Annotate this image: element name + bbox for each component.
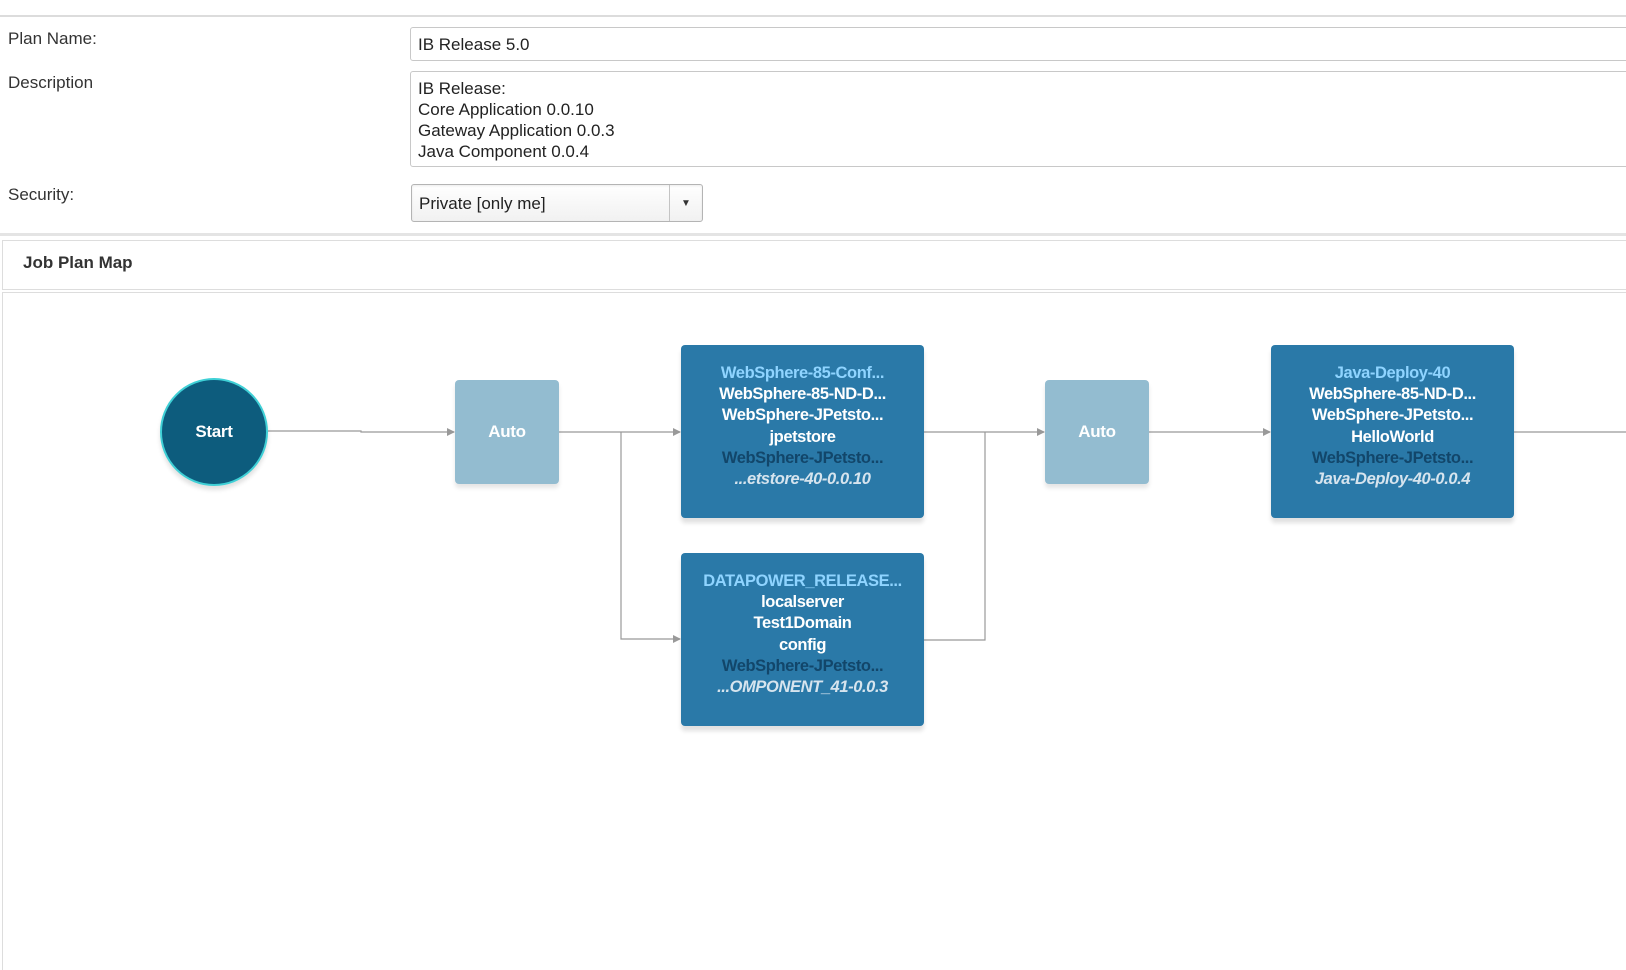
job-plan-map-title: Job Plan Map — [23, 253, 133, 272]
job-title: Java-Deploy-40 — [1334, 364, 1451, 382]
security-select[interactable]: Private [only me] ▼ — [411, 184, 703, 222]
description-line: Core Application 0.0.10 — [418, 100, 594, 119]
auto-label: Auto — [488, 422, 526, 441]
job-detail: WebSphere-JPetsto... — [1311, 406, 1474, 425]
plan-name-value: IB Release 5.0 — [418, 35, 530, 54]
job-detail: WebSphere-JPetsto... — [721, 406, 884, 425]
job-version: ...etstore-40-0.0.10 — [734, 470, 871, 489]
description-textarea[interactable]: IB Release: Core Application 0.0.10 Gate… — [410, 71, 1626, 167]
start-label: Start — [195, 422, 233, 441]
job-detail: HelloWorld — [1351, 427, 1434, 446]
description-line: Java Component 0.0.4 — [418, 142, 590, 161]
job-node-websphere-config[interactable]: WebSphere-85-Conf... WebSphere-85-ND-D..… — [681, 345, 924, 518]
job-detail: config — [778, 635, 827, 654]
security-selected-value: Private [only me] — [419, 194, 546, 213]
description-label: Description — [8, 73, 94, 92]
security-label: Security: — [8, 185, 75, 204]
job-version: Java-Deploy-40-0.0.4 — [1314, 470, 1471, 489]
job-detail: WebSphere-85-ND-D... — [719, 385, 886, 404]
job-project: WebSphere-JPetsto... — [1311, 448, 1474, 467]
job-detail: localserver — [761, 593, 844, 612]
auto-gate-node[interactable]: Auto — [1045, 380, 1149, 484]
job-plan-map-header: Job Plan Map — [2, 240, 1626, 290]
plan-name-input[interactable]: IB Release 5.0 — [410, 27, 1626, 61]
caret-down-icon[interactable]: ▼ — [669, 185, 702, 221]
top-divider — [0, 15, 1626, 17]
description-line: IB Release: — [418, 79, 506, 98]
job-detail: WebSphere-85-ND-D... — [1309, 385, 1476, 404]
auto-label: Auto — [1078, 422, 1116, 441]
job-version: ...OMPONENT_41-0.0.3 — [717, 678, 888, 697]
job-title: WebSphere-85-Conf... — [720, 364, 885, 382]
job-project: WebSphere-JPetsto... — [721, 448, 884, 467]
job-title: DATAPOWER_RELEASE... — [703, 572, 902, 590]
plan-name-label: Plan Name: — [8, 29, 97, 48]
job-node-java-deploy[interactable]: Java-Deploy-40 WebSphere-85-ND-D... WebS… — [1271, 345, 1514, 518]
job-detail: jpetstore — [769, 427, 836, 446]
description-line: Gateway Application 0.0.3 — [418, 121, 615, 140]
auto-gate-node[interactable]: Auto — [455, 380, 559, 484]
job-node-datapower-release[interactable]: DATAPOWER_RELEASE... localserver Test1Do… — [681, 553, 924, 726]
job-detail: Test1Domain — [753, 614, 852, 633]
section-divider — [0, 233, 1626, 236]
job-project: WebSphere-JPetsto... — [721, 656, 884, 675]
start-node[interactable]: Start — [160, 378, 268, 486]
